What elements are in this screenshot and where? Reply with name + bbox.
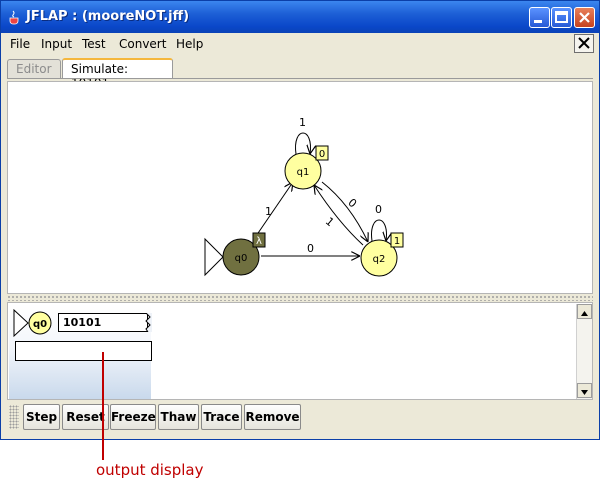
close-window-button[interactable] — [574, 7, 595, 28]
remove-button[interactable]: Remove — [244, 404, 301, 430]
menu-test[interactable]: Test — [82, 37, 106, 51]
trace-button[interactable]: Trace — [201, 404, 242, 430]
simulation-panel: q0 10101 — [7, 302, 593, 400]
state-output-q2: 1 — [394, 236, 400, 247]
state-q0[interactable]: q0 λ — [222, 232, 266, 276]
vertical-scrollbar[interactable] — [576, 304, 592, 399]
tab-simulate[interactable]: Simulate: 10101 — [62, 58, 173, 90]
tape-torn-edge — [145, 313, 152, 332]
transition-q1-q1[interactable] — [295, 132, 311, 154]
tab-divider — [7, 78, 593, 79]
transition-label-q1-q1: 1 — [299, 116, 306, 129]
thaw-button[interactable]: Thaw — [158, 404, 199, 430]
arrow-down-icon — [581, 390, 588, 395]
close-icon — [578, 37, 590, 49]
state-q2[interactable]: q2 1 — [360, 232, 404, 277]
transition-label-q0-q2: 0 — [307, 242, 314, 255]
title-bar[interactable]: JFLAP : (mooreNOT.jff) — [1, 1, 599, 33]
toolbar-grip[interactable] — [9, 405, 19, 429]
split-pane-divider[interactable] — [7, 295, 593, 301]
freeze-button[interactable]: Freeze — [110, 404, 156, 430]
scroll-down-button[interactable] — [577, 383, 592, 398]
state-q1[interactable]: q1 0 — [284, 145, 329, 190]
scroll-up-button[interactable] — [577, 304, 592, 319]
configuration[interactable]: q0 10101 — [9, 304, 152, 399]
maximize-icon — [555, 11, 568, 23]
transition-label-q2-q1: 1 — [323, 215, 337, 229]
maximize-button[interactable] — [551, 7, 572, 28]
arrow-up-icon — [581, 311, 588, 316]
configuration-state: q0 — [13, 308, 52, 338]
annotation-pointer — [102, 352, 104, 460]
transition-label-q0-q1: 1 — [265, 205, 272, 218]
tab-strip: Editor Simulate: 10101 — [1, 56, 599, 90]
menu-input[interactable]: Input — [41, 37, 73, 51]
close-tab-button[interactable] — [574, 34, 594, 53]
reset-button[interactable]: Reset — [62, 404, 109, 430]
output-display — [15, 341, 152, 361]
minimize-icon — [534, 20, 542, 23]
close-icon — [579, 12, 590, 23]
automaton-canvas[interactable]: 1 0 0 1 1 0 q0 λ — [7, 81, 593, 294]
initial-state-marker — [204, 237, 224, 277]
menu-file[interactable]: File — [10, 37, 31, 51]
java-cup-icon — [9, 10, 19, 25]
state-label-q1: q1 — [297, 167, 310, 178]
minimize-button[interactable] — [529, 7, 550, 28]
menu-help[interactable]: Help — [176, 37, 204, 51]
transition-label-q2-q2: 0 — [375, 203, 382, 216]
tape-contents: 10101 — [63, 316, 102, 329]
state-label-q2: q2 — [373, 254, 386, 265]
menu-convert[interactable]: Convert — [119, 37, 167, 51]
jflap-window: JFLAP : (mooreNOT.jff) File Input Test C… — [0, 0, 600, 440]
state-label-q0: q0 — [235, 253, 248, 264]
automaton-diagram[interactable]: 1 0 0 1 1 0 q0 λ — [8, 82, 592, 293]
window-title: JFLAP : (mooreNOT.jff) — [26, 9, 190, 24]
transition-q2-q2[interactable] — [371, 219, 387, 241]
menu-bar: File Input Test Convert Help — [1, 33, 599, 55]
transition-q2-q1[interactable] — [314, 185, 364, 246]
state-output-q0: λ — [256, 236, 262, 247]
state-output-q1: 0 — [319, 149, 325, 160]
step-button[interactable]: Step — [23, 404, 60, 430]
transition-q1-q2[interactable] — [321, 181, 368, 242]
simulation-toolbar: Step Reset Freeze Thaw Trace Remove — [7, 402, 593, 432]
configuration-state-label: q0 — [33, 319, 47, 330]
annotation-label: output display — [96, 461, 204, 479]
transition-q0-q1[interactable] — [253, 182, 293, 240]
tab-editor[interactable]: Editor — [7, 59, 61, 79]
input-tape: 10101 — [58, 313, 148, 332]
